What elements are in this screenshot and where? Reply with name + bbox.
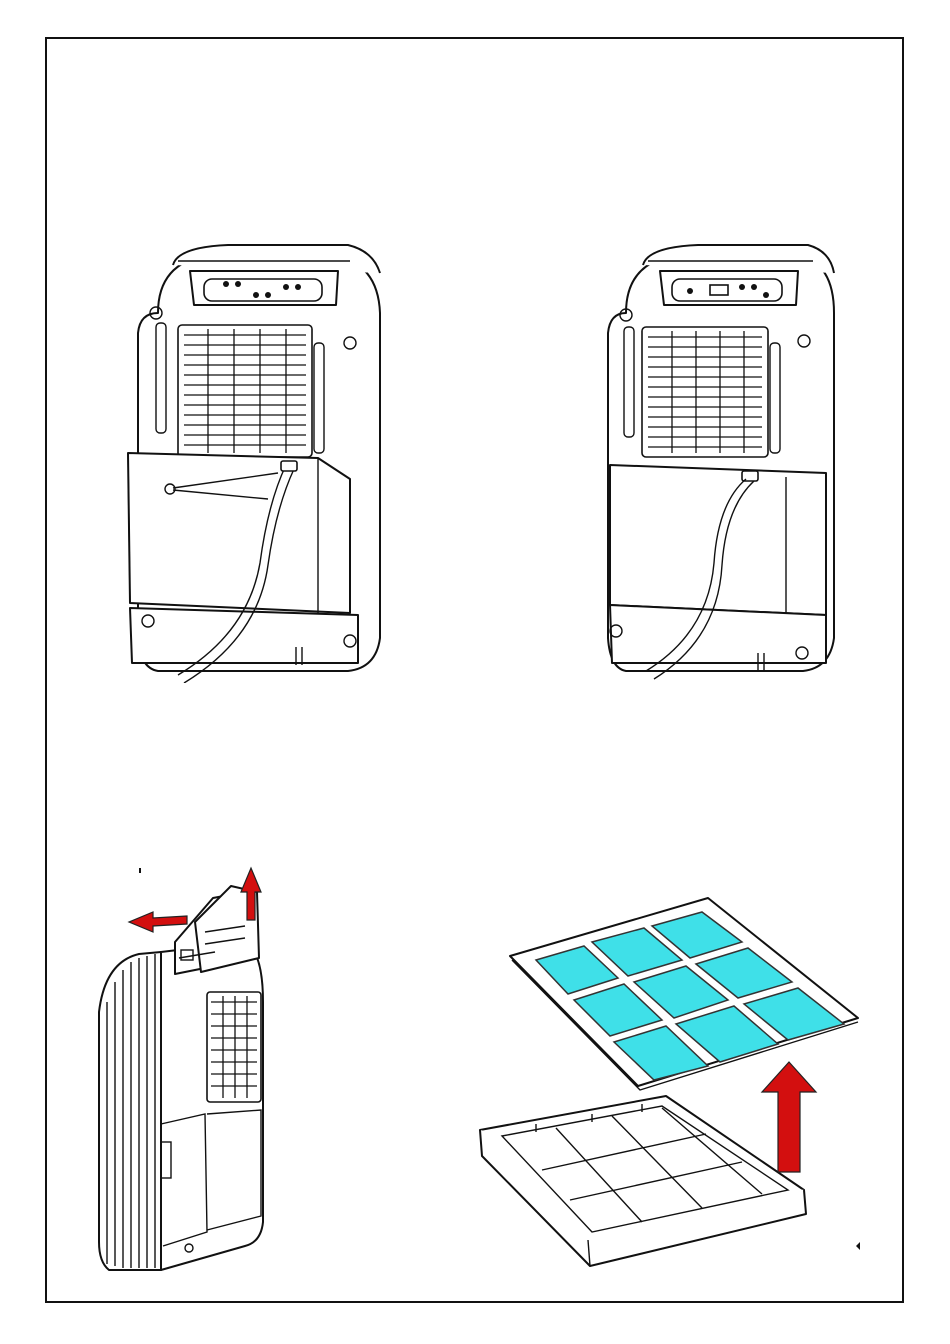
filter-mesh-lift-illustration [472,894,872,1274]
filter-removal-side-illustration [95,862,285,1282]
dehumidifier-side-icon [95,862,285,1282]
dehumidifier-back-icon [118,243,388,683]
dehumidifier-rear-tank-open-illustration [118,243,388,683]
air-filter-icon [472,894,872,1274]
dehumidifier-back-icon [598,243,838,683]
dehumidifier-rear-tank-closed-illustration [598,243,838,683]
